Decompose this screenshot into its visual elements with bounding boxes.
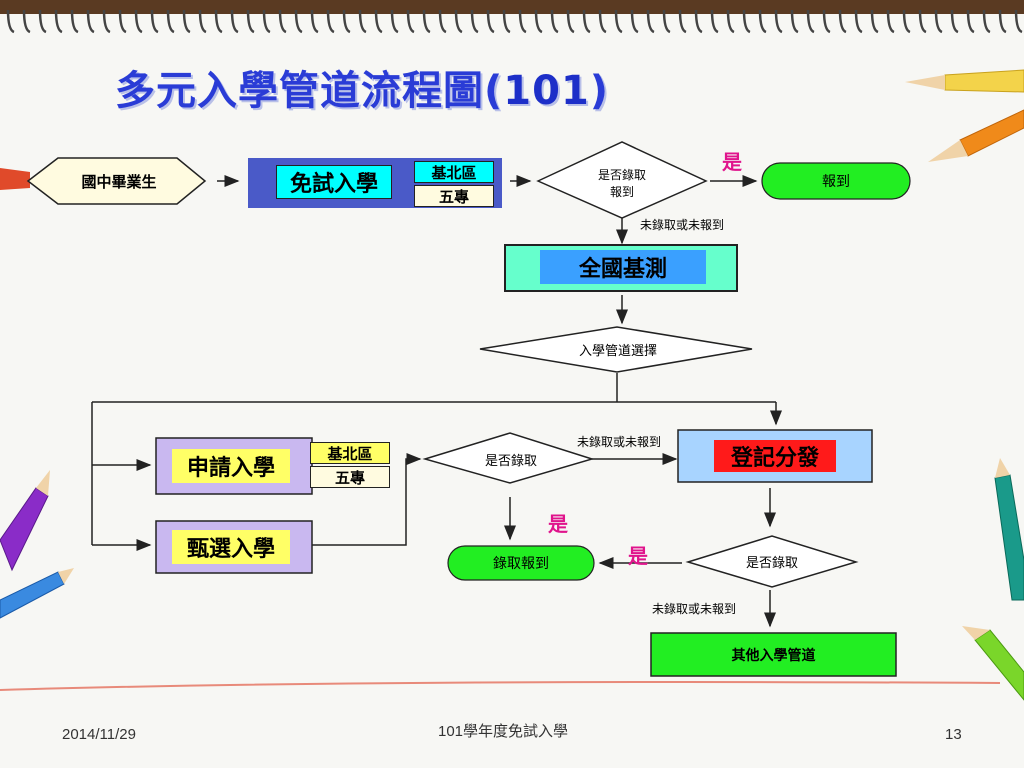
- title-paren-close: ): [589, 68, 610, 114]
- footer-page-number: 13: [945, 726, 962, 743]
- purple-pencil-icon: [0, 470, 50, 572]
- yes-label-3: 是: [628, 544, 648, 568]
- teal-pencil-icon: [994, 458, 1024, 601]
- admitted-q1-diamond: [536, 141, 708, 219]
- red-pencil-icon: [0, 168, 30, 190]
- green-pencil-icon: [962, 626, 1024, 701]
- register-1-pill: [761, 162, 911, 200]
- student-node: 國中畢業生: [81, 172, 157, 191]
- keelung-north-2: 基北區: [310, 442, 390, 464]
- five-year-1: 五專: [414, 185, 494, 207]
- yes-label-2: 是: [548, 512, 568, 536]
- channel-select-node: 入學管道選擇: [578, 343, 657, 359]
- not-admitted-3: 未錄取或未報到: [652, 602, 737, 616]
- other-channels-node: 其他入學管道: [731, 647, 816, 664]
- not-admitted-2: 未錄取或未報到: [577, 435, 662, 449]
- admitted-q2-node: 是否錄取: [484, 453, 537, 469]
- register-1-node: 報到: [822, 174, 850, 190]
- not-admitted-1: 未錄取或未報到: [640, 218, 725, 232]
- admitted-q1-line1: 是否錄取: [597, 168, 646, 182]
- yellow-pencil-icon: [905, 69, 1024, 93]
- exam-free-node: 免試入學: [276, 165, 392, 199]
- admit-register-pill: [447, 545, 595, 581]
- title-number: 101: [503, 68, 590, 114]
- blue-pencil-icon: [0, 568, 74, 619]
- admit-register-node: 錄取報到: [493, 556, 549, 572]
- registration-distribution-node: 登記分發: [714, 440, 836, 472]
- other-channels-frame: [650, 632, 897, 677]
- spiral-binding: [0, 0, 1024, 34]
- footer-date: 2014/11/29: [62, 726, 136, 743]
- admitted-q3-diamond: [685, 535, 859, 588]
- yes-label-1: 是: [722, 150, 742, 174]
- title-paren-open: (: [484, 68, 504, 114]
- admitted-q2-diamond: [422, 432, 595, 484]
- five-year-2: 五專: [310, 466, 390, 488]
- apply-node: 申請入學: [172, 449, 290, 483]
- admitted-q1-line2: 報到: [609, 185, 634, 199]
- keelung-north-1: 基北區: [414, 161, 494, 183]
- admitted-q3-node: 是否錄取: [745, 555, 798, 571]
- footer-center: 101學年度免試入學: [438, 723, 569, 740]
- page-title: 多元入學管道流程圖(101): [115, 58, 609, 116]
- decorative-underline: [0, 680, 1001, 691]
- selection-node: 甄選入學: [172, 530, 290, 564]
- orange-pencil-icon: [928, 109, 1024, 162]
- channel-select-diamond: [479, 326, 753, 373]
- student-hexagon: [26, 157, 207, 205]
- title-text: 多元入學管道流程圖: [115, 68, 484, 114]
- national-exam-node: 全國基測: [540, 250, 706, 284]
